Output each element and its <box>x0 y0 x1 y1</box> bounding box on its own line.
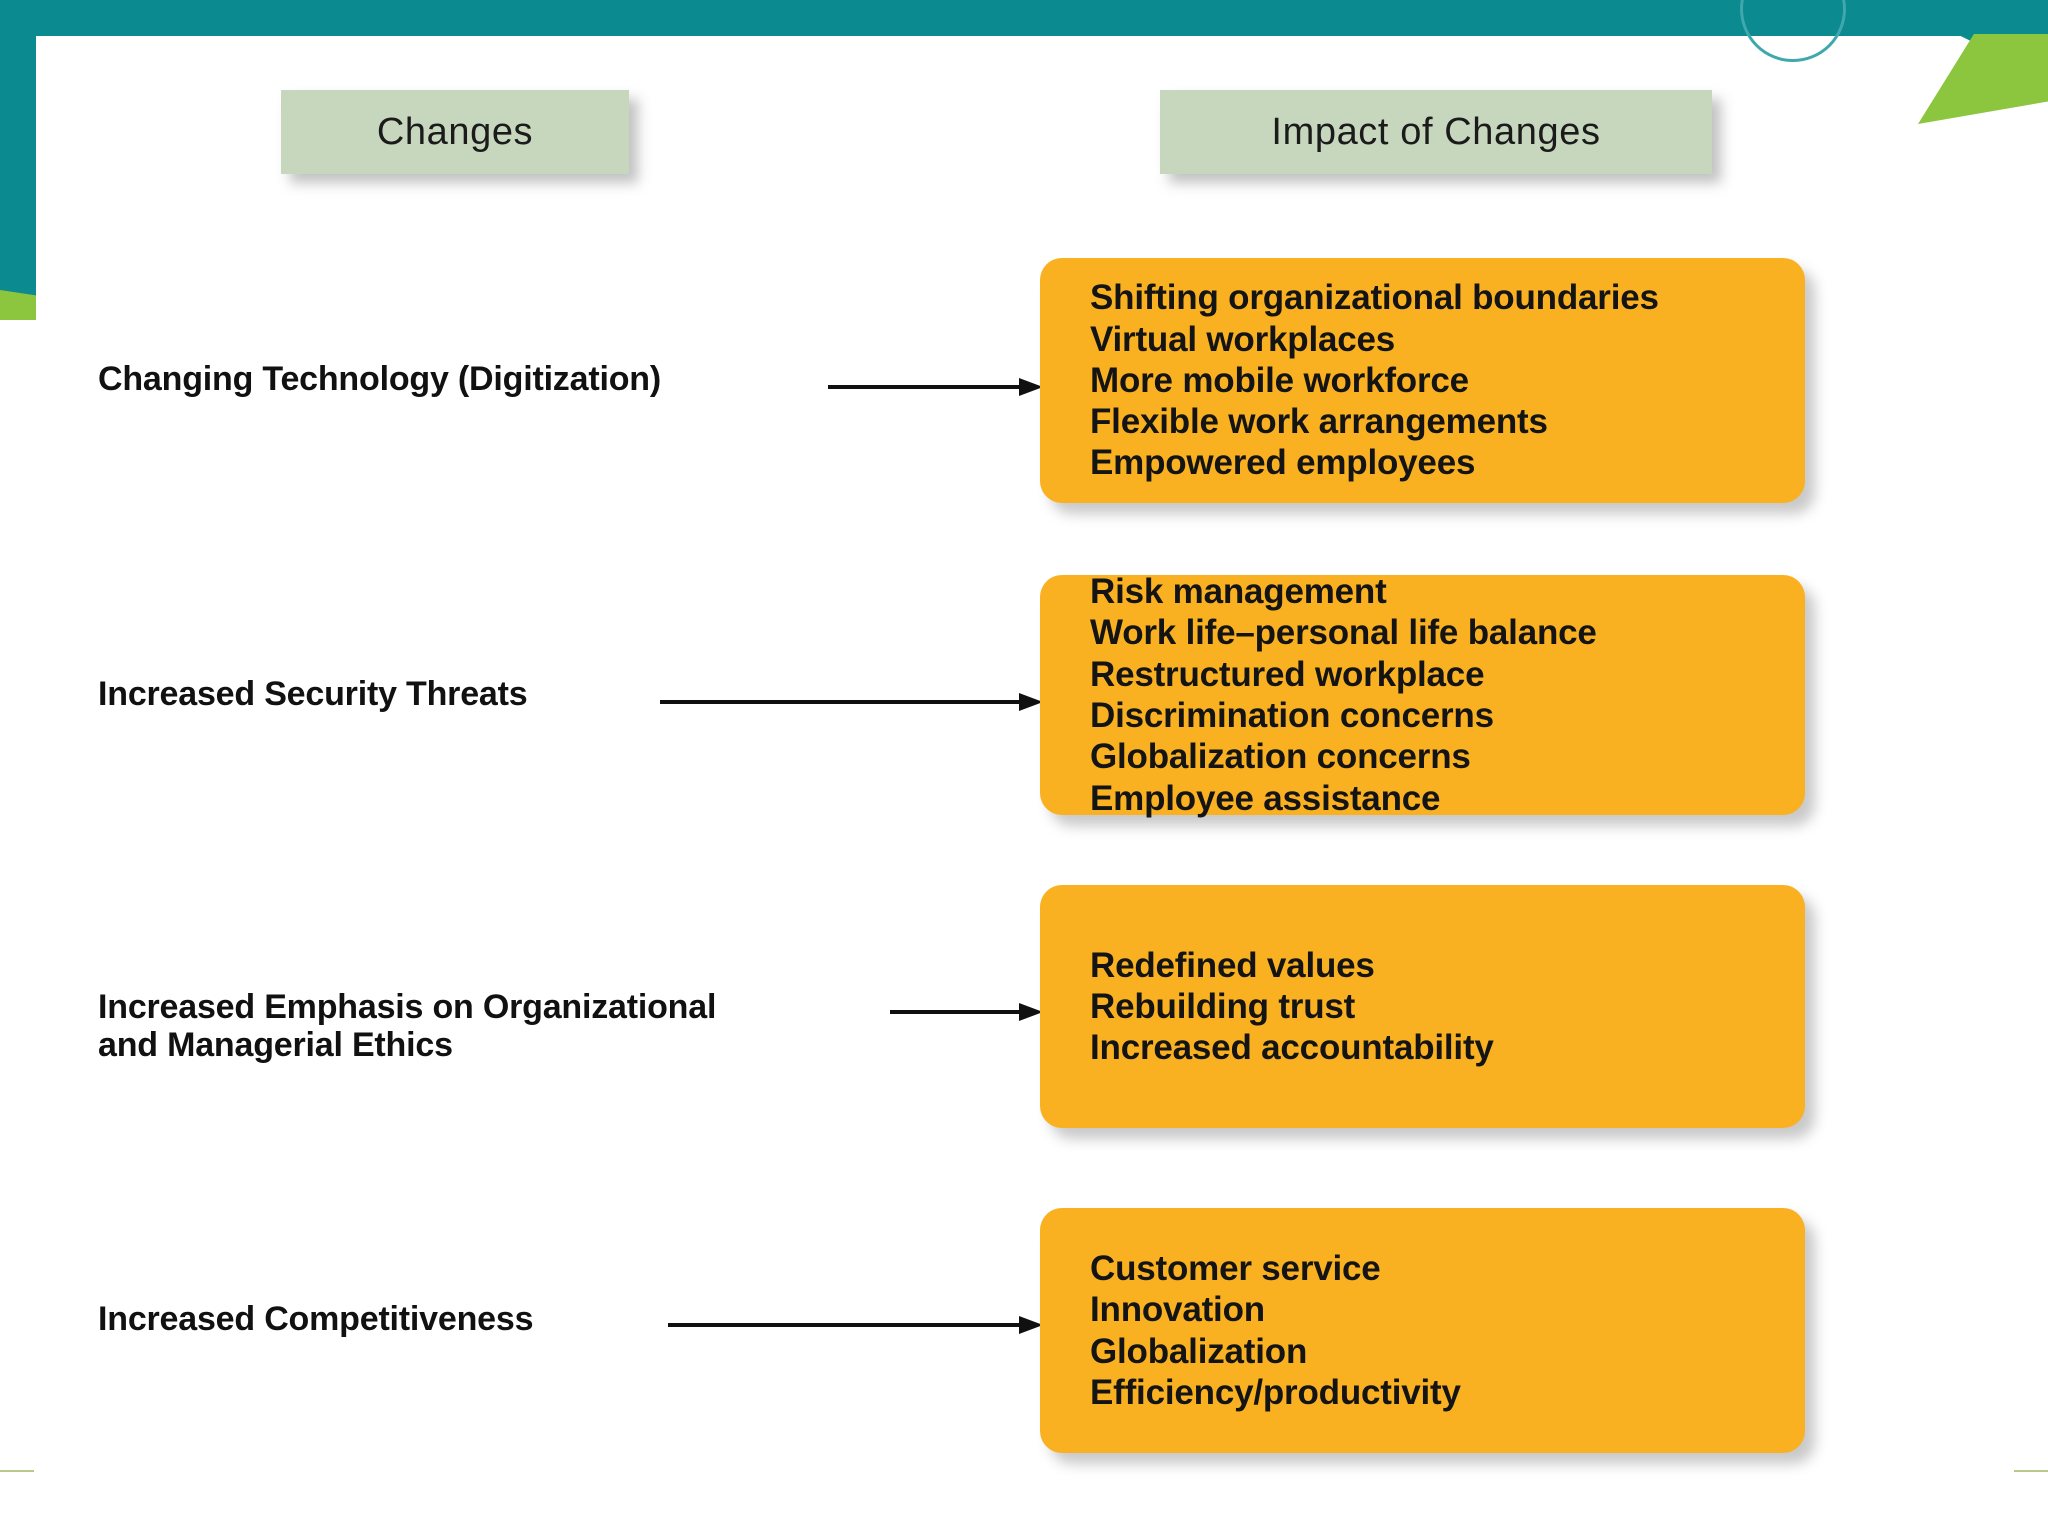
impact-item: Work life–personal life balance <box>1090 613 1597 653</box>
impact-item: Innovation <box>1090 1290 1265 1330</box>
circle-outline-decoration <box>1740 0 1846 62</box>
change-label-2: Increased Security Threats <box>98 675 528 713</box>
top-teal-band <box>0 0 2048 36</box>
impact-item: Virtual workplaces <box>1090 319 1396 359</box>
arrow-head-icon <box>1019 1316 1043 1334</box>
arrow-shaft <box>828 385 1021 389</box>
change-label-1: Changing Technology (Digitization) <box>98 360 661 398</box>
impact-item: Redefined values <box>1090 945 1375 985</box>
impact-box-2: Risk management Work life–personal life … <box>1040 572 1805 818</box>
impact-item: Globalization <box>1090 1331 1308 1371</box>
impact-item: Empowered employees <box>1090 443 1476 483</box>
column-header-changes-label: Changes <box>376 110 534 153</box>
impact-item: Shifting organizational boundaries <box>1090 278 1659 318</box>
impact-item: Rebuilding trust <box>1090 986 1356 1026</box>
impact-item: Increased accountability <box>1090 1028 1494 1068</box>
change-label-4: Increased Competitiveness <box>98 1300 534 1338</box>
left-teal-band <box>0 36 36 298</box>
impact-box-1: Shifting organizational boundaries Virtu… <box>1040 258 1805 503</box>
connector-arrow-3 <box>890 1000 1043 1024</box>
arrow-head-icon <box>1019 693 1043 711</box>
impact-item: Risk management <box>1090 572 1387 612</box>
column-header-changes: Changes <box>281 90 629 174</box>
arrow-shaft <box>668 1323 1021 1327</box>
change-label-3: Increased Emphasis on Organizational and… <box>98 988 717 1065</box>
impact-item: Restructured workplace <box>1090 654 1485 694</box>
impact-item: Globalization concerns <box>1090 737 1471 777</box>
connector-arrow-4 <box>668 1313 1043 1337</box>
impact-item: Efficiency/productivity <box>1090 1372 1461 1412</box>
arrow-head-icon <box>1019 378 1043 396</box>
impact-item: Customer service <box>1090 1248 1381 1288</box>
left-lime-accent <box>0 290 36 320</box>
impact-item: Discrimination concerns <box>1090 696 1494 735</box>
column-header-impact-label: Impact of Changes <box>1271 110 1601 153</box>
connector-arrow-2 <box>660 690 1043 714</box>
column-header-impact: Impact of Changes <box>1160 90 1712 174</box>
bottom-right-hairline <box>2014 1470 2048 1472</box>
impact-box-3: Redefined values Rebuilding trust Increa… <box>1040 885 1805 1128</box>
connector-arrow-1 <box>828 375 1043 399</box>
impact-item: More mobile workforce <box>1090 360 1469 400</box>
bottom-left-hairline <box>0 1470 34 1472</box>
impact-box-4: Customer service Innovation Globalizatio… <box>1040 1208 1805 1453</box>
top-right-lime-wedge <box>1918 34 2048 124</box>
arrow-shaft <box>890 1010 1021 1014</box>
arrow-shaft <box>660 700 1021 704</box>
impact-item: Flexible work arrangements <box>1090 402 1548 442</box>
impact-item: Employee assistance <box>1090 778 1441 818</box>
arrow-head-icon <box>1019 1003 1043 1021</box>
